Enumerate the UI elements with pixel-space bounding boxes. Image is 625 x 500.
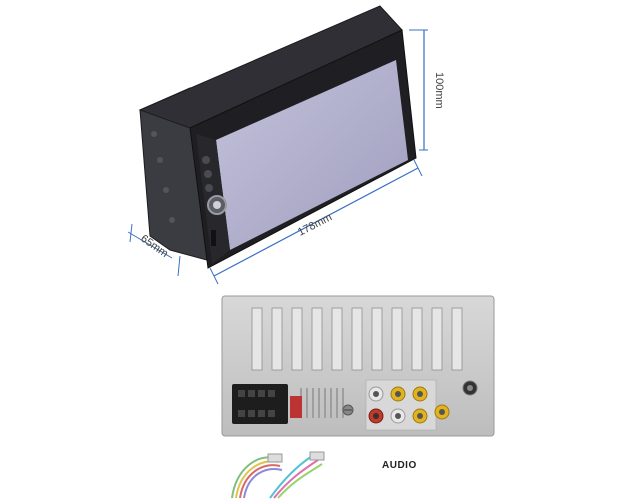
rear-panel bbox=[221, 295, 495, 437]
wire-harness bbox=[231, 451, 325, 499]
screw-icon bbox=[157, 157, 163, 163]
iso-connector bbox=[232, 384, 302, 424]
touch-screen bbox=[216, 60, 408, 250]
side-button-icon bbox=[204, 170, 212, 178]
usb-slot bbox=[211, 230, 216, 246]
screw-icon bbox=[169, 217, 175, 223]
rca-jacks bbox=[365, 379, 450, 431]
height-label: 100mm bbox=[433, 72, 445, 109]
head-unit bbox=[138, 5, 417, 269]
knob-center bbox=[213, 201, 221, 209]
heatsink-fins bbox=[251, 307, 463, 371]
dimension-height: 100mm bbox=[409, 29, 445, 151]
side-button-icon bbox=[205, 184, 213, 192]
audio-label: AUDIO bbox=[382, 460, 417, 471]
screw-icon bbox=[151, 131, 157, 137]
screw-icon bbox=[163, 187, 169, 193]
side-button-icon bbox=[202, 156, 210, 164]
